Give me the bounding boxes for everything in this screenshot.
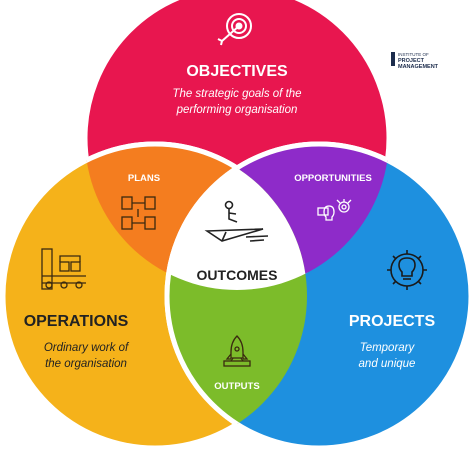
- conveyor-factory-icon: [41, 248, 86, 290]
- operations-desc-line2: the organisation: [45, 358, 127, 370]
- ipm-logo: INSTITUTE OF PROJECT MANAGEMENT: [391, 52, 439, 70]
- outputs-label: OUTPUTS: [214, 381, 259, 392]
- logo-mark: [391, 52, 395, 66]
- idea-gear-icon: [317, 199, 352, 221]
- gear-lightbulb-icon: [387, 250, 427, 290]
- operations-title: OPERATIONS: [24, 313, 129, 330]
- paper-plane-rider-icon: [204, 200, 269, 242]
- target-arrow-icon: [217, 13, 252, 46]
- logo-line1: INSTITUTE OF: [398, 52, 429, 57]
- opportunities-label: OPPORTUNITIES: [294, 173, 372, 184]
- flowchart-icon: [121, 196, 156, 230]
- objectives-desc-line2: performing organisation: [176, 104, 298, 116]
- projects-desc-line2: and unique: [359, 358, 416, 370]
- outcomes-label: OUTCOMES: [197, 267, 278, 283]
- plans-label: PLANS: [128, 173, 160, 184]
- projects-desc-line1: Temporary: [360, 342, 416, 354]
- logo-line2: PROJECT: [398, 58, 425, 64]
- objectives-title: OBJECTIVES: [186, 63, 288, 80]
- rocket-launch-icon: [223, 335, 251, 367]
- operations-desc-line1: Ordinary work of: [44, 342, 130, 354]
- objectives-desc-line1: The strategic goals of the: [172, 88, 301, 100]
- logo-line3: MANAGEMENT: [398, 64, 439, 70]
- projects-title: PROJECTS: [349, 313, 436, 330]
- outcomes-region: [167, 144, 307, 290]
